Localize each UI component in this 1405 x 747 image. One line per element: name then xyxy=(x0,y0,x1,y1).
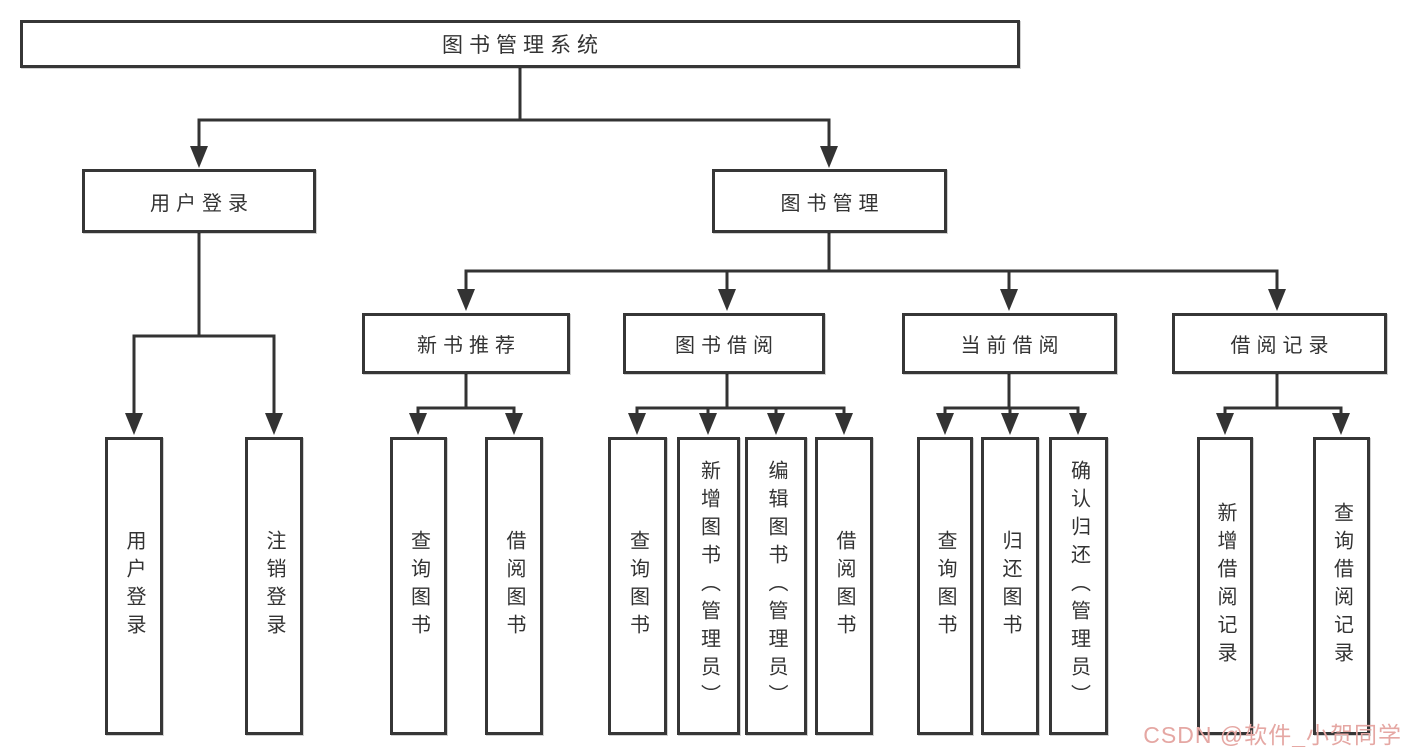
node-borrow-records: 借阅记录 xyxy=(1172,313,1387,374)
arrow-down-icon xyxy=(718,289,736,311)
arrow-down-icon xyxy=(1216,413,1234,435)
leaf-user-login-label: 用户登录 xyxy=(123,530,145,642)
arrow-down-icon xyxy=(265,413,283,435)
arrow-down-icon xyxy=(409,413,427,435)
leaf-query-books-current-label: 查询图书 xyxy=(934,530,956,642)
leaf-query-borrow-record: 查询借阅记录 xyxy=(1313,437,1370,735)
node-root: 图书管理系统 xyxy=(20,20,1020,68)
node-book-management: 图书管理 xyxy=(712,169,947,233)
node-borrow-records-label: 借阅记录 xyxy=(1230,335,1335,357)
node-user-login-label: 用户登录 xyxy=(150,192,254,215)
arrow-down-icon xyxy=(190,146,208,168)
leaf-query-books-current: 查询图书 xyxy=(917,437,973,735)
arrow-down-icon xyxy=(820,146,838,168)
leaf-borrow-books: 借阅图书 xyxy=(815,437,873,735)
node-book-borrow-label: 图书借阅 xyxy=(675,335,779,357)
leaf-logout-label: 注销登录 xyxy=(263,530,285,642)
leaf-query-books-recommend: 查询图书 xyxy=(390,437,447,735)
leaf-edit-book-admin-label: 编辑图书（管理员） xyxy=(765,460,787,712)
leaf-confirm-return-admin: 确认归还（管理员） xyxy=(1049,437,1108,735)
leaf-borrow-books-recommend: 借阅图书 xyxy=(485,437,543,735)
node-new-book-recommend: 新书推荐 xyxy=(362,313,570,374)
arrow-down-icon xyxy=(125,413,143,435)
arrow-down-icon xyxy=(457,289,475,311)
leaf-query-books-borrow: 查询图书 xyxy=(608,437,667,735)
leaf-return-book: 归还图书 xyxy=(981,437,1039,735)
node-book-management-label: 图书管理 xyxy=(780,192,885,215)
leaf-user-login: 用户登录 xyxy=(105,437,163,735)
leaf-query-books-borrow-label: 查询图书 xyxy=(626,530,649,642)
leaf-edit-book-admin: 编辑图书（管理员） xyxy=(745,437,807,735)
arrow-down-icon xyxy=(628,413,646,435)
leaf-add-borrow-record: 新增借阅记录 xyxy=(1197,437,1253,735)
leaf-borrow-books-label: 借阅图书 xyxy=(833,530,855,642)
node-user-login: 用户登录 xyxy=(82,169,316,233)
arrow-down-icon xyxy=(1000,289,1018,311)
leaf-add-borrow-record-label: 新增借阅记录 xyxy=(1214,502,1236,670)
node-book-borrow: 图书借阅 xyxy=(623,313,825,374)
leaf-query-borrow-record-label: 查询借阅记录 xyxy=(1330,502,1353,670)
arrow-down-icon xyxy=(835,413,853,435)
leaf-add-book-admin-label: 新增图书（管理员） xyxy=(697,460,720,712)
leaf-add-book-admin: 新增图书（管理员） xyxy=(677,437,740,735)
csdn-watermark: CSDN @软件_小贺同学 xyxy=(1143,722,1402,747)
node-new-book-recommend-label: 新书推荐 xyxy=(417,335,521,357)
leaf-return-book-label: 归还图书 xyxy=(999,530,1021,642)
leaf-confirm-return-admin-label: 确认归还（管理员） xyxy=(1067,460,1090,712)
arrow-down-icon xyxy=(699,413,717,435)
arrow-down-icon xyxy=(505,413,523,435)
leaf-logout: 注销登录 xyxy=(245,437,303,735)
node-current-borrow-label: 当前借阅 xyxy=(960,335,1065,357)
arrow-down-icon xyxy=(936,413,954,435)
arrow-down-icon xyxy=(1268,289,1286,311)
arrow-down-icon xyxy=(1069,413,1087,435)
leaf-query-books-recommend-label: 查询图书 xyxy=(407,530,430,642)
arrow-down-icon xyxy=(1001,413,1019,435)
arrow-down-icon xyxy=(767,413,785,435)
node-current-borrow: 当前借阅 xyxy=(902,313,1117,374)
leaf-borrow-books-recommend-label: 借阅图书 xyxy=(503,530,525,642)
arrow-down-icon xyxy=(1332,413,1350,435)
node-root-label: 图书管理系统 xyxy=(442,34,604,57)
